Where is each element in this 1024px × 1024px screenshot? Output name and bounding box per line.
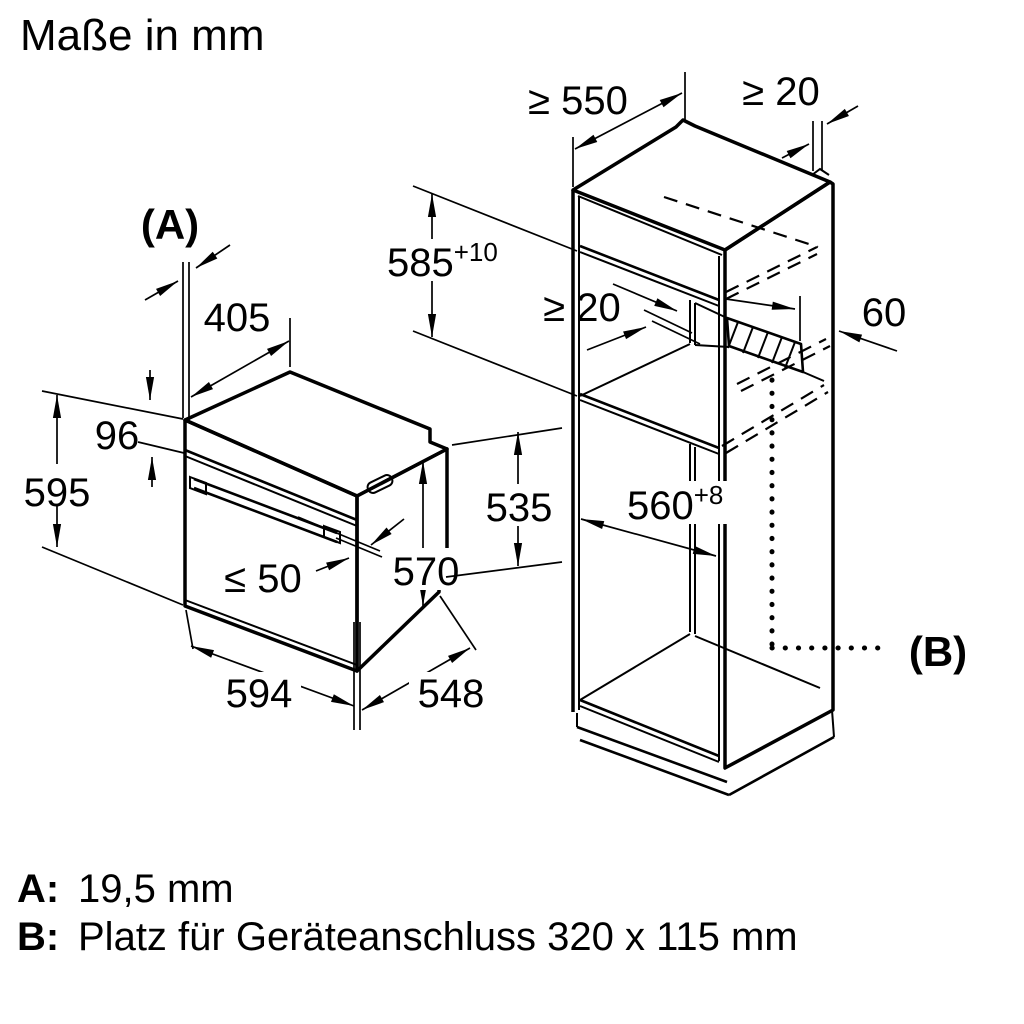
dim-oven-body-height: 570 <box>385 461 465 606</box>
legend: A: 19,5 mm B: Platz für Geräteanschluss … <box>17 867 798 959</box>
cabinet-drawing: (B) ≥ 550 ≥ 20 585+10 <box>383 70 967 797</box>
dim-oven-rear-height: 535 <box>445 427 563 578</box>
dim-cabinet-depth-min: ≥ 550 <box>528 72 686 187</box>
dim-oven-depth: 548 <box>361 595 493 716</box>
dim-label-560: 560+8 <box>627 480 723 528</box>
dim-label-405: 405 <box>204 296 271 340</box>
dim-oven-width: 594 <box>185 609 361 730</box>
dim-oven-handle-max: ≤ 50 <box>224 516 405 601</box>
dim-label-ge550: ≥ 550 <box>528 79 628 123</box>
dim-label-570: 570 <box>393 550 460 594</box>
cabinet-niche <box>579 244 825 455</box>
connection-space-leader <box>769 377 891 651</box>
dim-label-595: 595 <box>24 471 91 515</box>
dim-wall-gap-min: ≥ 20 <box>742 70 859 171</box>
oven-control-panel-line <box>184 448 358 522</box>
dim-label-B: (B) <box>909 628 967 675</box>
oven-top-face <box>183 370 449 498</box>
oven-side-grip-hole <box>366 474 394 494</box>
legend-b-key: B: <box>17 915 59 959</box>
dim-label-le50: ≤ 50 <box>224 557 302 601</box>
cabinet-top-face <box>571 118 832 252</box>
cabinet-top-right-notch <box>811 167 830 176</box>
legend-a-value: 19,5 mm <box>78 867 234 911</box>
legend-a-key: A: <box>17 867 59 911</box>
dim-label-548: 548 <box>418 672 485 716</box>
oven-door-bottom-line <box>184 599 358 666</box>
dim-label-585: 585+10 <box>387 237 498 285</box>
oven-drawing: (A) 405 96 595 ≤ 50 <box>20 201 563 730</box>
cabinet-hidden-edges <box>663 195 831 454</box>
page-title: Maße in mm <box>20 11 264 60</box>
dim-label-ge20-top: ≥ 20 <box>742 70 820 114</box>
cabinet-top-front-inner-edge <box>577 195 723 256</box>
dim-label-96: 96 <box>95 414 140 458</box>
dim-label-A: (A) <box>141 201 199 248</box>
dim-niche-height: 585+10 <box>383 185 578 397</box>
cabinet-connection-slot-hatched <box>725 316 805 374</box>
dim-oven-panel-height: 96 <box>41 370 185 487</box>
oven-control-panel-line2 <box>184 455 358 527</box>
dim-oven-top-depth: 405 <box>190 296 291 398</box>
dim-label-594: 594 <box>226 672 293 716</box>
dim-slot-distance: 60 <box>838 291 907 352</box>
dim-label-60: 60 <box>862 291 907 335</box>
dim-label-ge20-niche: ≥ 20 <box>543 286 621 330</box>
dim-oven-height: 595 <box>20 395 184 606</box>
cabinet-plinth <box>576 709 835 797</box>
cabinet-right-side-face <box>723 180 835 770</box>
legend-b-value: Platz für Geräteanschluss 320 x 115 mm <box>78 915 798 959</box>
dim-niche-width: 560+8 <box>580 480 748 557</box>
dim-label-535: 535 <box>486 486 553 530</box>
dim-oven-front-thickness: (A) <box>141 201 231 421</box>
dim-back-gap-min: ≥ 20 <box>543 283 801 351</box>
